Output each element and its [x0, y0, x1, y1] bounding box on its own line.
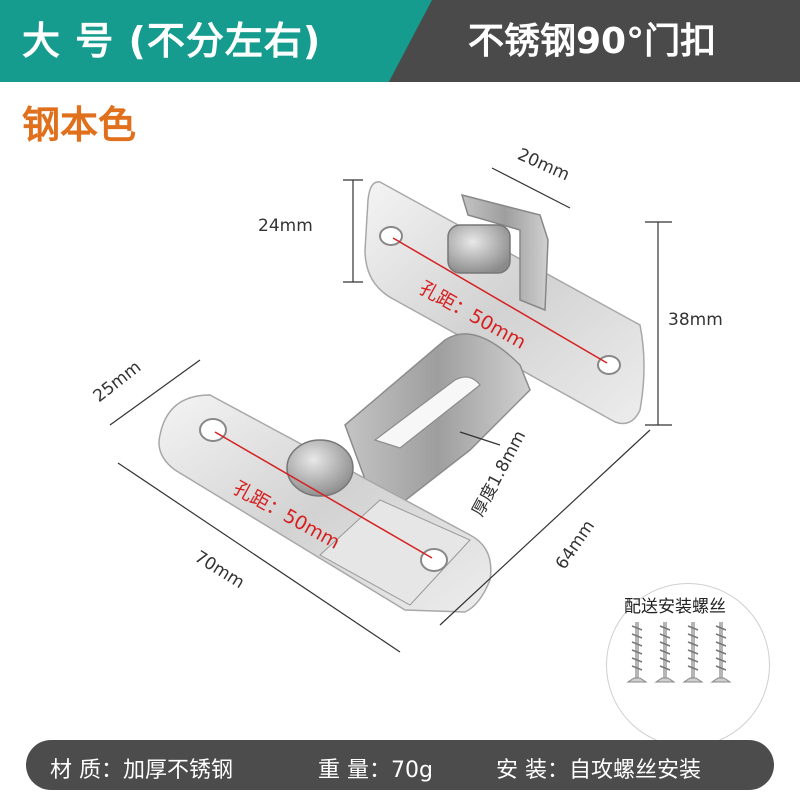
lower-hole-right [420, 548, 448, 572]
dim-right-height: 38mm [668, 310, 723, 330]
size-label: 大 号 (不分左右) [22, 19, 322, 63]
lower-knob [286, 439, 354, 497]
arm [344, 333, 531, 522]
screw-accessory-title: 配送安装螺丝 [624, 597, 726, 617]
header-size-panel [0, 0, 432, 82]
lower-hole-left [199, 418, 227, 442]
upper-hole-left [379, 226, 403, 246]
screw-icon [626, 622, 732, 683]
upper-knob [447, 224, 511, 274]
color-label: 钢本色 [22, 103, 137, 147]
screws-image [626, 622, 732, 683]
spec-weight: 重 量：70g [318, 758, 433, 783]
dimension-lines [109, 167, 672, 653]
spec-material: 材 质：加厚不锈钢 [50, 758, 233, 783]
header-bar: 大 号 (不分左右) 不锈钢90°门扣 [0, 0, 800, 82]
specs-bar: 材 质：加厚不锈钢 重 量：70g 安 装：自攻螺丝安装 [26, 740, 774, 790]
hole-distance-lines [214, 237, 608, 559]
dim-top-height: 24mm [258, 216, 313, 236]
spec-install: 安 装：自攻螺丝安装 [496, 758, 701, 783]
screw-accessory-circle [606, 583, 770, 747]
lower-plate [158, 394, 492, 613]
product-name: 不锈钢90°门扣 [468, 21, 717, 62]
upper-hole-right [597, 355, 621, 375]
